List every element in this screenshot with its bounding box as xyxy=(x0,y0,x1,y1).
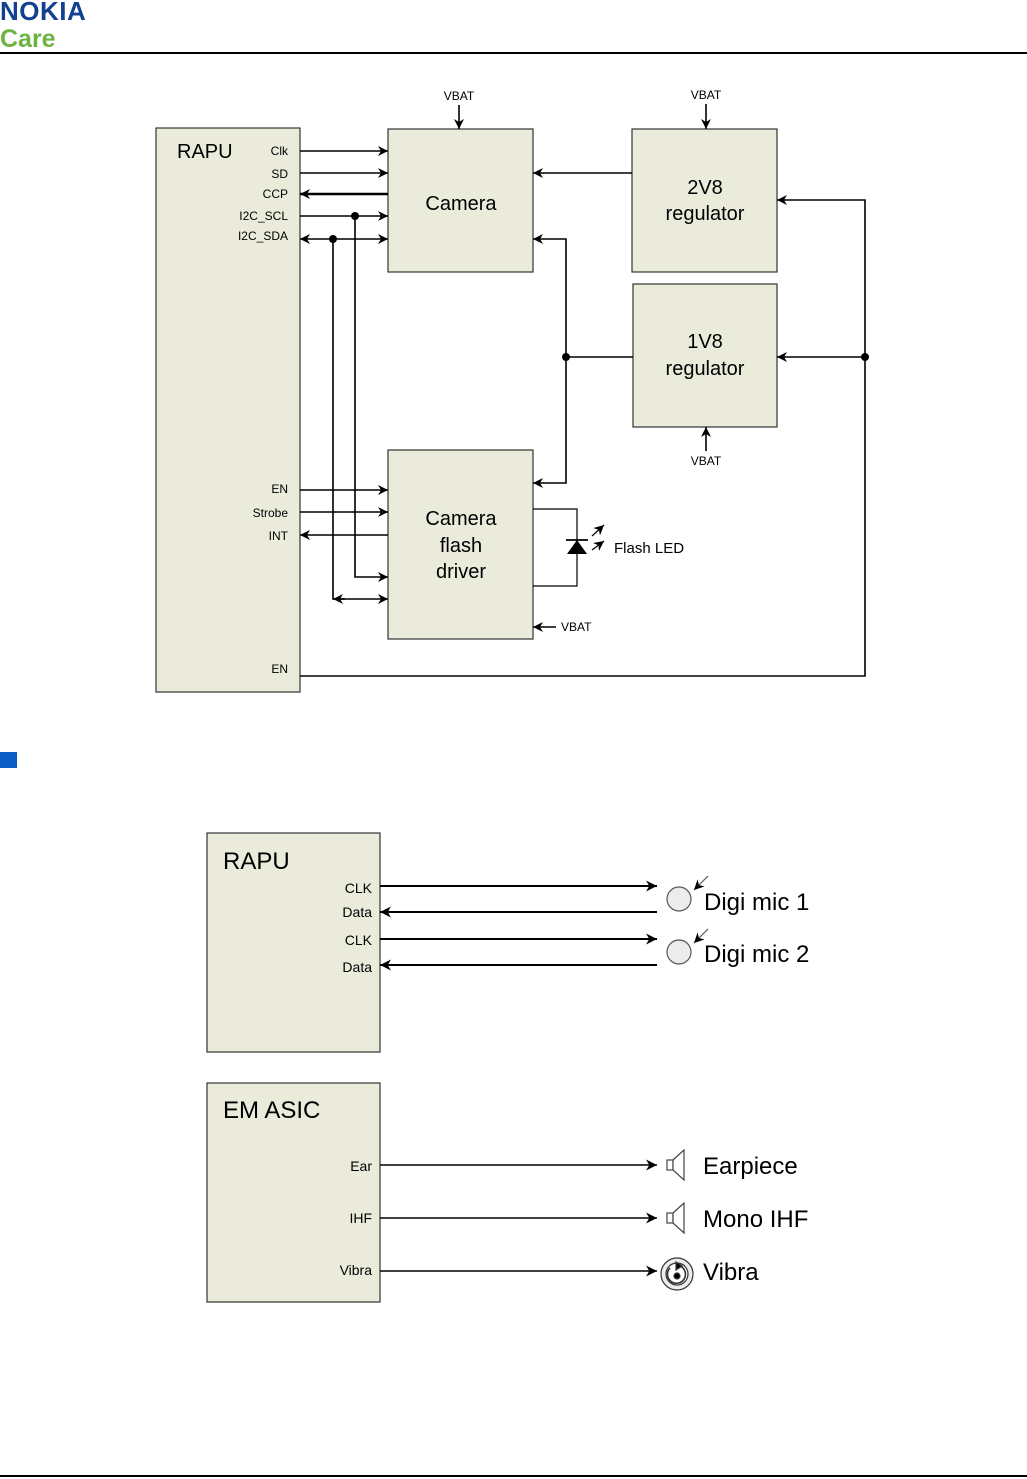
reg2v8-label-2: regulator xyxy=(666,203,745,225)
audio-rapu-pin-data-2: Data xyxy=(342,959,372,975)
microphone-icon xyxy=(666,875,709,912)
mic1-label: Digi mic 1 xyxy=(704,889,809,916)
em-asic-pin-ear: Ear xyxy=(350,1158,372,1174)
audio-labels: RAPU CLK Data CLK Data Ear IHF Vibra EM … xyxy=(223,848,809,1286)
nokia-care-logo: NOKIA Care xyxy=(0,0,86,52)
audio-rapu-title: RAPU xyxy=(223,848,290,875)
section-marker xyxy=(0,752,17,768)
led-wire xyxy=(533,508,578,587)
logo-nokia-text: NOKIA xyxy=(0,0,86,26)
audio-rapu-pin-clk-1: CLK xyxy=(345,880,373,896)
rapu-title: RAPU xyxy=(177,141,233,163)
mono-ihf-label: Mono IHF xyxy=(703,1206,808,1233)
rapu-pin-i2c-sda: I2C_SDA xyxy=(238,229,288,243)
rapu-pin-en: EN xyxy=(271,482,288,496)
i2c-scl-branch xyxy=(354,216,388,582)
camera-diagram xyxy=(155,104,869,693)
flash-driver-label-3: driver xyxy=(436,561,486,583)
rapu-pin-clk: Clk xyxy=(271,144,289,158)
rapu-pin-i2c-scl: I2C_SCL xyxy=(239,209,288,223)
vibra-label: Vibra xyxy=(703,1259,759,1286)
rapu-pin-sd: SD xyxy=(271,167,288,181)
audio-diagram xyxy=(206,832,709,1303)
vbat-2v8-label: VBAT xyxy=(691,88,722,102)
regulator-en-line xyxy=(300,195,866,677)
speaker-icon xyxy=(666,1201,685,1235)
flash-led-label: Flash LED xyxy=(614,540,684,557)
reg1v8-to-flash xyxy=(533,357,567,488)
scl-junction xyxy=(351,212,359,220)
en-junction xyxy=(861,353,869,361)
vibra-motor-icon xyxy=(660,1257,694,1291)
rapu-block xyxy=(155,127,301,693)
reg1v8-junction xyxy=(562,353,570,361)
regulator-1v8-block xyxy=(632,283,778,428)
flash-driver-label-2: flash xyxy=(440,535,482,557)
sda-junction xyxy=(329,235,337,243)
flash-driver-block xyxy=(387,449,534,640)
led-ray-1 xyxy=(591,524,605,537)
logo-care-text: Care xyxy=(0,25,56,52)
camera-block xyxy=(387,128,534,273)
rapu-pin-ccp: CCP xyxy=(263,187,288,201)
reg1v8-to-camera xyxy=(533,234,567,357)
reg1v8-label-2: regulator xyxy=(666,358,745,380)
audio-rapu-pin-data-1: Data xyxy=(342,904,372,920)
vbat-1v8-label: VBAT xyxy=(691,454,722,468)
audio-rapu-block xyxy=(206,832,381,1053)
vbat-camera-label: VBAT xyxy=(444,89,475,103)
em-asic-title: EM ASIC xyxy=(223,1097,320,1124)
footer-rule xyxy=(0,1475,1027,1477)
i2c-sda-branch xyxy=(332,239,388,604)
earpiece-label: Earpiece xyxy=(703,1153,798,1180)
em-asic-pin-ihf: IHF xyxy=(349,1210,372,1226)
reg2v8-label-1: 2V8 xyxy=(687,177,723,199)
reg1v8-label-1: 1V8 xyxy=(687,331,723,353)
header-rule xyxy=(0,52,1027,54)
microphone-icon xyxy=(666,928,709,965)
camera-labels: RAPU Clk SD CCP I2C_SCL I2C_SDA EN Strob… xyxy=(177,88,745,676)
vbat-flash-label: VBAT xyxy=(561,620,592,634)
mic2-label: Digi mic 2 xyxy=(704,941,809,968)
rapu-pin-strobe: Strobe xyxy=(253,506,289,520)
audio-rapu-pin-clk-2: CLK xyxy=(345,932,373,948)
regulator-2v8-block xyxy=(631,128,778,273)
flash-led-icon xyxy=(567,540,587,554)
flash-driver-label-1: Camera xyxy=(425,508,497,530)
led-ray-2 xyxy=(591,540,605,551)
em-asic-pin-vibra: Vibra xyxy=(340,1262,373,1278)
em-asic-block xyxy=(206,1082,381,1303)
speaker-icon xyxy=(666,1148,685,1182)
camera-label: Camera xyxy=(425,193,497,215)
rapu-pin-en-2: EN xyxy=(271,662,288,676)
rapu-pin-int: INT xyxy=(269,529,289,543)
